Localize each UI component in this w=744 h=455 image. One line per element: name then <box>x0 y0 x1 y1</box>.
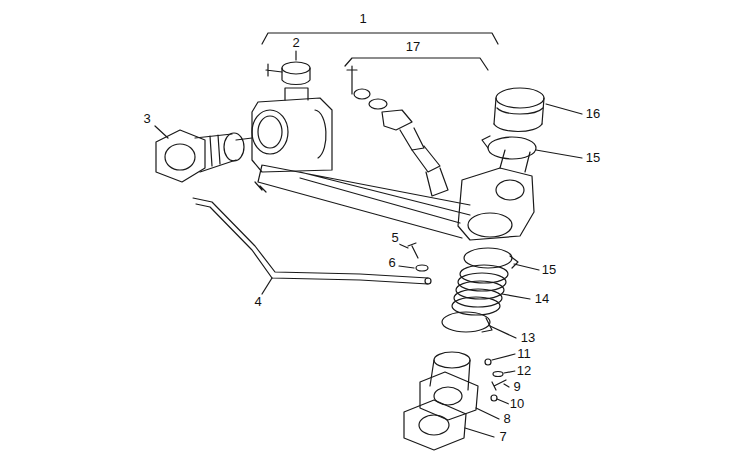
callout-number: 8 <box>502 412 511 426</box>
callout-number: 6 <box>387 256 396 270</box>
callout-number: 1 <box>358 12 367 26</box>
callout-number: 15 <box>541 263 557 277</box>
callout-number: 3 <box>142 112 151 126</box>
callout-number: 11 <box>516 347 532 361</box>
callout-number: 2 <box>291 36 300 50</box>
callout-number: 17 <box>405 40 421 54</box>
callout-number: 14 <box>534 292 550 306</box>
callout-number: 13 <box>520 331 536 345</box>
callout-number: 12 <box>516 364 532 378</box>
callout-number: 7 <box>498 430 507 444</box>
callout-number: 15 <box>585 151 601 165</box>
callout-number: 4 <box>253 295 262 309</box>
callout-number: 5 <box>390 231 399 245</box>
callout-number: 9 <box>512 380 521 394</box>
callout-number: 10 <box>509 397 525 411</box>
callout-number: 16 <box>585 107 601 121</box>
